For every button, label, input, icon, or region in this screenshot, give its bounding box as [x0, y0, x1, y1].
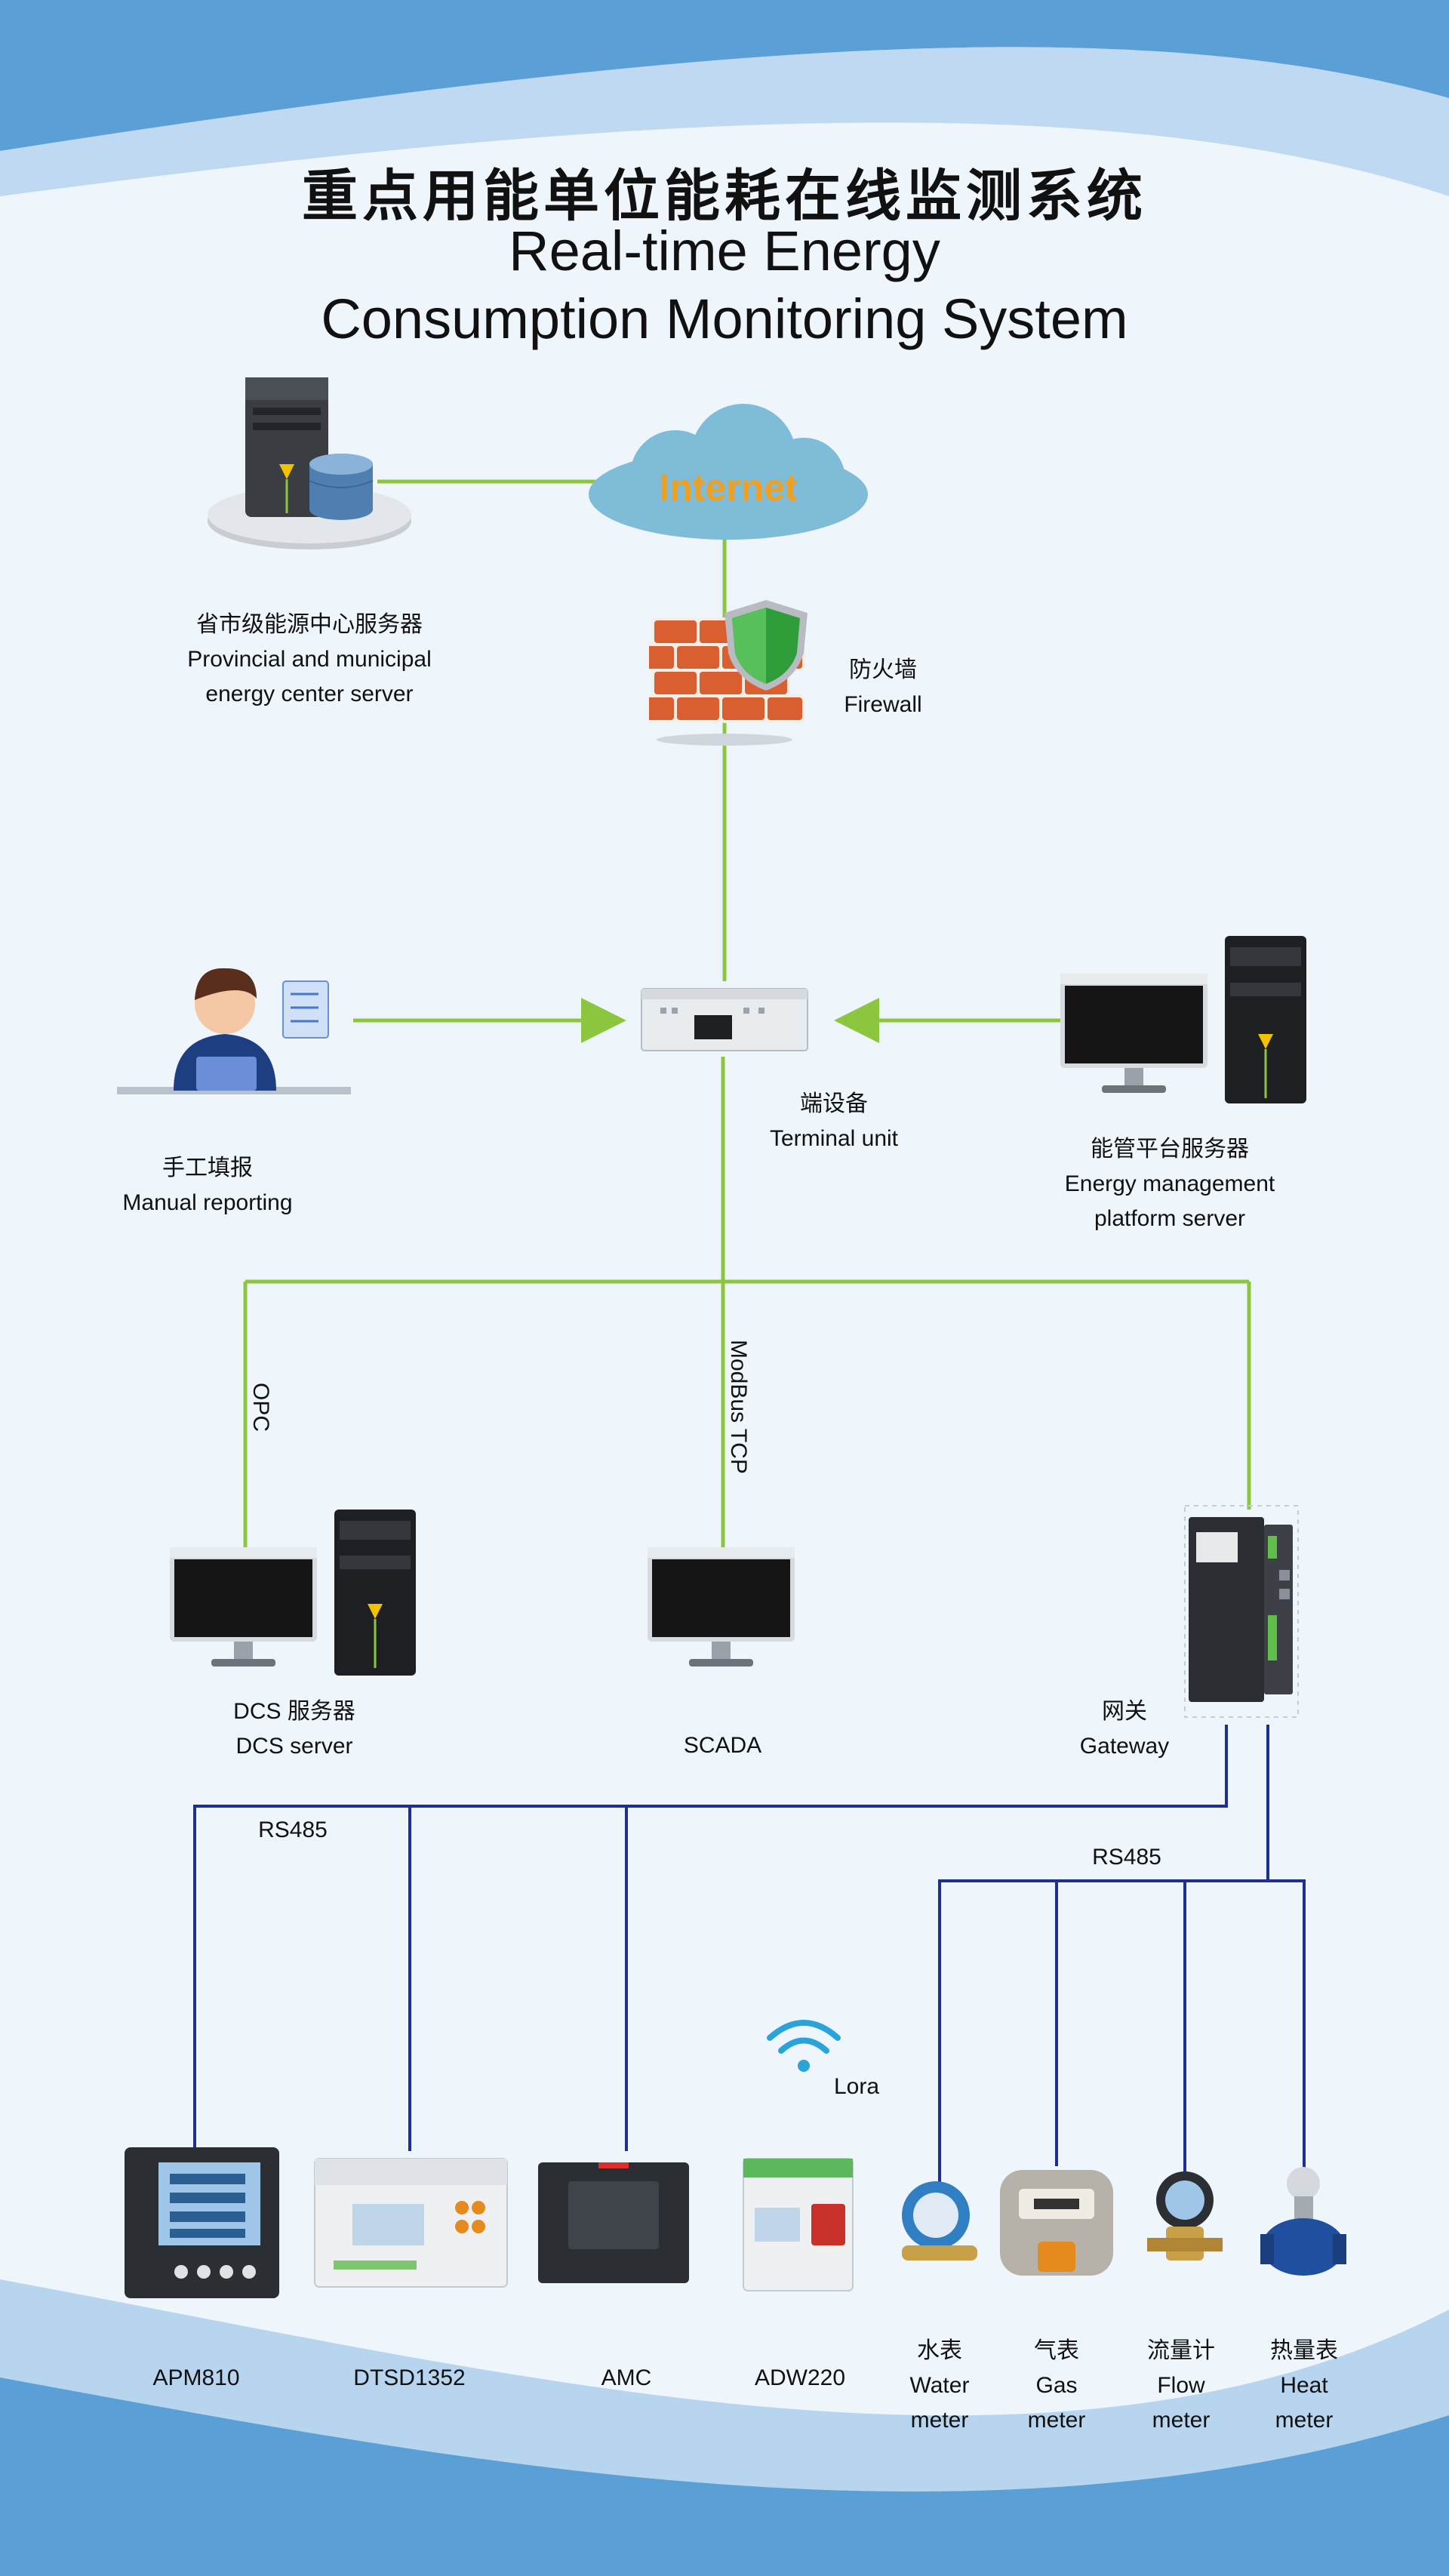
title-english-line2: Consumption Monitoring System [321, 288, 1128, 350]
firewall-icon [649, 600, 808, 746]
energy-platform-label: 能管平台服务器 Energy management platform serve… [1064, 1137, 1275, 1231]
scada-label: SCADA [683, 1733, 762, 1758]
apm810-label: APM810 [152, 2365, 240, 2390]
gas-meter-icon [1000, 2170, 1113, 2276]
title-chinese: 重点用能单位能耗在线监测系统 [302, 164, 1147, 229]
heat-meter-icon [1260, 2167, 1346, 2276]
gateway-device-icon [1184, 1505, 1299, 1718]
platform-computer-icon [1060, 936, 1306, 1103]
dcs-computer-icon [170, 1510, 416, 1676]
terminal-unit-icon [641, 988, 808, 1051]
lora-label: Lora [833, 2074, 880, 2099]
rs485-right-label: RS485 [1092, 1845, 1161, 1870]
amc-meter-icon [538, 2162, 689, 2283]
dcs-server-label: DCS 服务器 DCS server [233, 1699, 355, 1759]
internet-label: Internet [659, 466, 798, 509]
apm810-meter-icon [125, 2147, 279, 2298]
database-server-icon [208, 377, 411, 549]
rs485-left-label: RS485 [258, 1817, 328, 1842]
opc-protocol-label: OPC [248, 1383, 273, 1433]
modbus-tcp-label: ModBus TCP [726, 1340, 751, 1474]
provincial-server-label: 省市级能源中心服务器 Provincial and municipal ener… [187, 612, 432, 706]
wireless-signal-icon [767, 2020, 841, 2072]
scada-monitor-icon [648, 1547, 795, 1667]
flow-meter-icon [1147, 2171, 1223, 2261]
internet-cloud-icon: Internet [589, 404, 868, 540]
terminal-unit-label: 端设备 Terminal unit [769, 1091, 899, 1151]
firewall-label: 防火墙 Firewall [844, 657, 922, 717]
title-english-line1: Real-time Energy [509, 220, 940, 282]
amc-label: AMC [601, 2365, 652, 2390]
dtsd1352-label: DTSD1352 [353, 2365, 466, 2390]
water-meter-icon [902, 2181, 977, 2261]
adw220-meter-icon [743, 2158, 854, 2291]
rs485-left-main [193, 1725, 1228, 2151]
manual-reporting-label: 手工填报 Manual reporting [122, 1156, 293, 1215]
dtsd1352-meter-icon [314, 2158, 508, 2288]
rs485-right-main [938, 1725, 1269, 2185]
rs485-right-drop-heat [1268, 1879, 1306, 2174]
person-laptop-icon [117, 968, 351, 1094]
adw220-label: ADW220 [754, 2365, 846, 2390]
gateway-label: 网关 Gateway [1079, 1699, 1170, 1759]
